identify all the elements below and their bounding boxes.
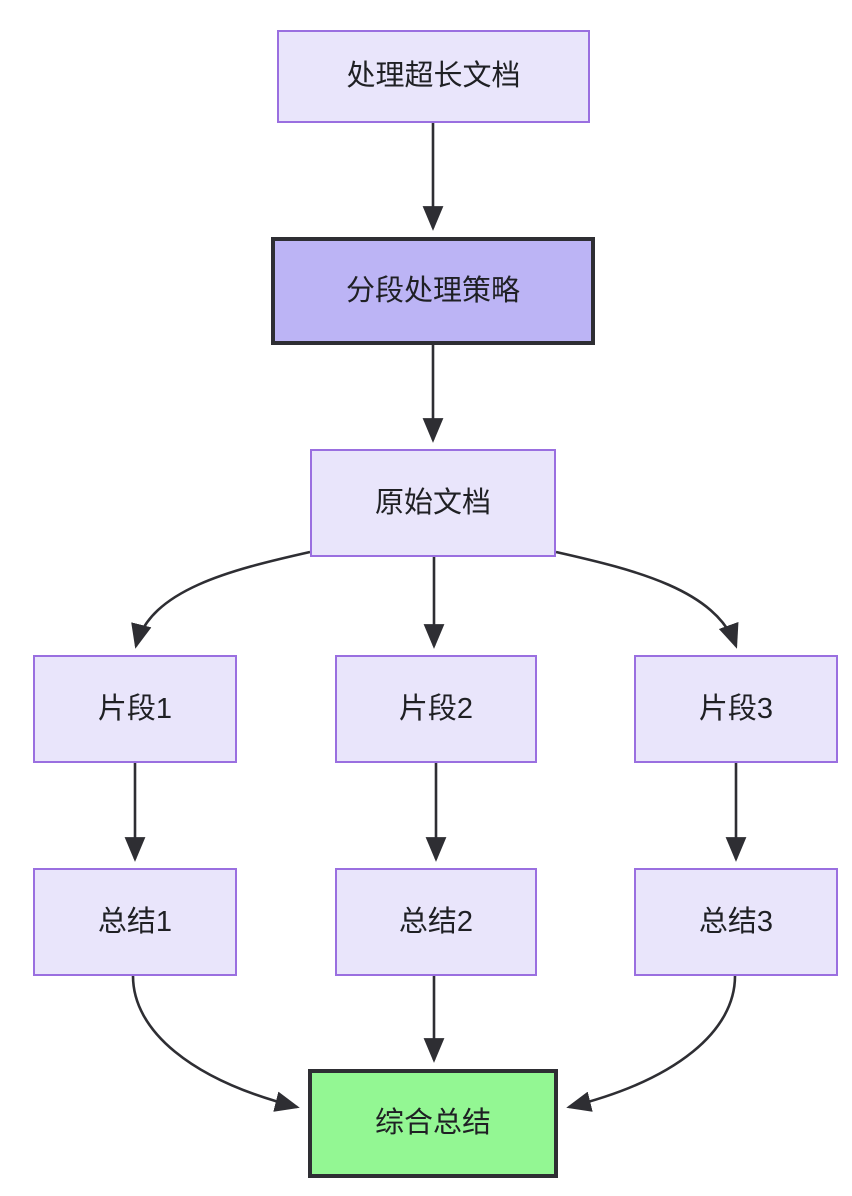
node-label: 片段1 [97,692,173,725]
node-chunk-strategy[interactable]: 分段处理策略 [271,237,595,345]
node-label: 片段3 [698,692,774,725]
edge-summary3-final [566,975,737,1112]
node-summary-3[interactable]: 总结3 [634,868,838,976]
node-summary-2[interactable]: 总结2 [335,868,537,976]
node-label: 片段2 [398,692,474,725]
node-label: 原始文档 [374,486,491,519]
node-source-doc[interactable]: 原始文档 [310,449,556,557]
node-fragment-3[interactable]: 片段3 [634,655,838,763]
node-label: 分段处理策略 [345,274,520,307]
node-label: 处理超长文档 [346,60,521,93]
node-fragment-1[interactable]: 片段1 [33,655,237,763]
node-summary-1[interactable]: 总结1 [33,868,237,976]
node-label: 总结3 [698,905,774,938]
node-label: 综合总结 [374,1107,491,1140]
node-label: 总结2 [398,905,474,938]
edge-source-fragment1 [131,550,311,649]
edge-source-fragment3 [555,550,739,649]
node-fragment-2[interactable]: 片段2 [335,655,537,763]
node-long-doc[interactable]: 处理超长文档 [277,30,590,123]
node-final-summary[interactable]: 综合总结 [308,1069,558,1178]
edge-summary1-final [131,975,300,1112]
node-label: 总结1 [97,905,173,938]
